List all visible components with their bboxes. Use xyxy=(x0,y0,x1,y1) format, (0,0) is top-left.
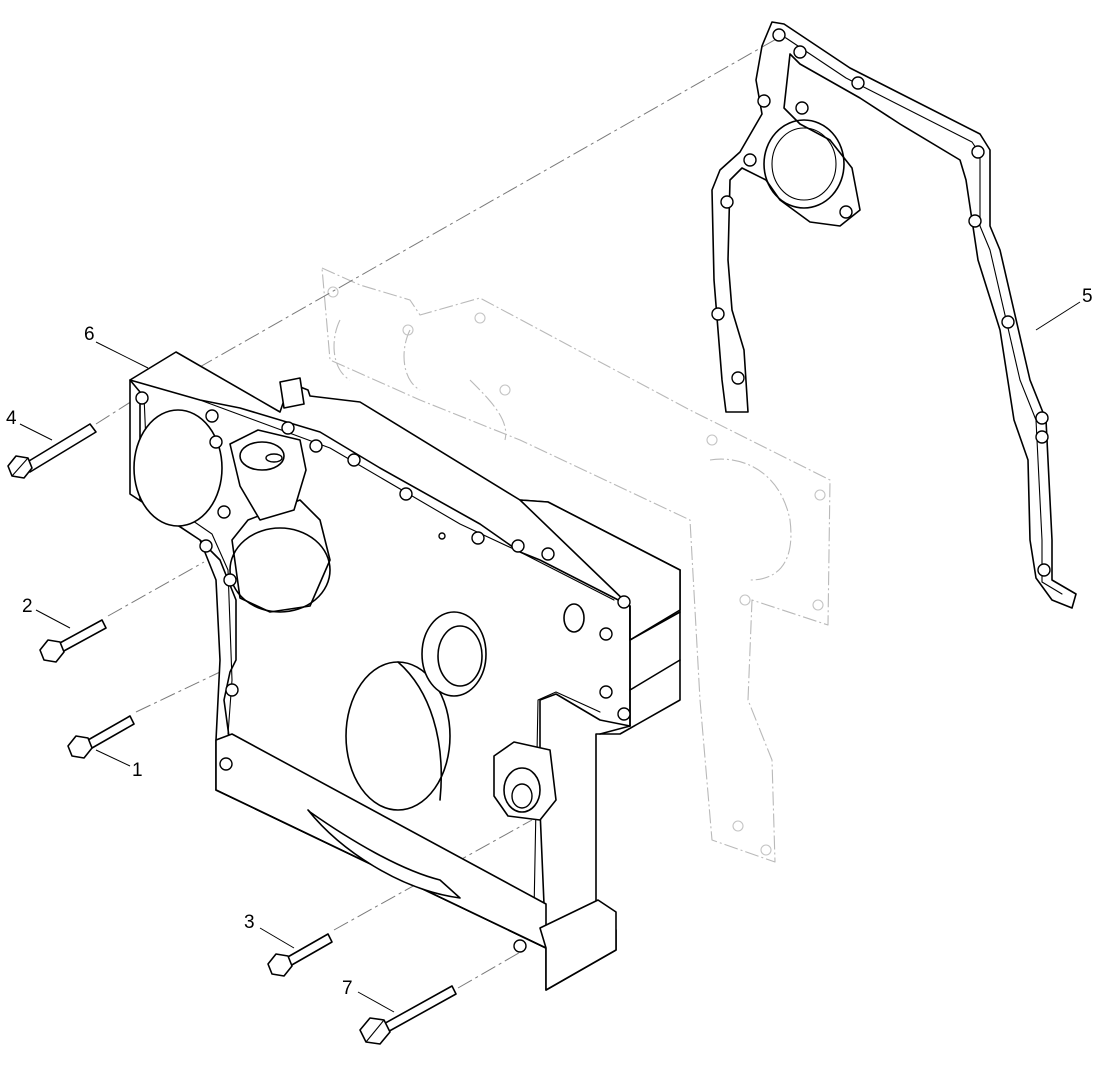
leader-5 xyxy=(1035,301,1081,331)
callout-3: 3 xyxy=(244,912,255,933)
bolt-3 xyxy=(267,933,333,977)
timing-cover xyxy=(129,351,681,991)
bolt-2 xyxy=(39,619,107,663)
bolt-7 xyxy=(359,985,457,1045)
gasket xyxy=(711,21,1077,609)
callout-7: 7 xyxy=(342,978,353,999)
callout-labels: 6 4 2 1 5 3 7 xyxy=(6,286,1093,999)
bolt-1 xyxy=(67,715,135,759)
callout-6: 6 xyxy=(84,324,95,345)
callout-2: 2 xyxy=(22,596,33,617)
callout-4: 4 xyxy=(6,408,17,429)
leader-3 xyxy=(259,927,295,949)
leader-7 xyxy=(357,991,395,1013)
leader-lines xyxy=(19,301,1081,1013)
bolt-4 xyxy=(7,423,97,479)
callout-5: 5 xyxy=(1082,286,1093,307)
leader-6 xyxy=(95,341,149,369)
leader-1 xyxy=(95,749,131,767)
engine-block-ghost xyxy=(321,267,831,863)
leader-4 xyxy=(19,423,53,441)
leader-2 xyxy=(35,609,71,629)
callout-1: 1 xyxy=(132,760,143,781)
